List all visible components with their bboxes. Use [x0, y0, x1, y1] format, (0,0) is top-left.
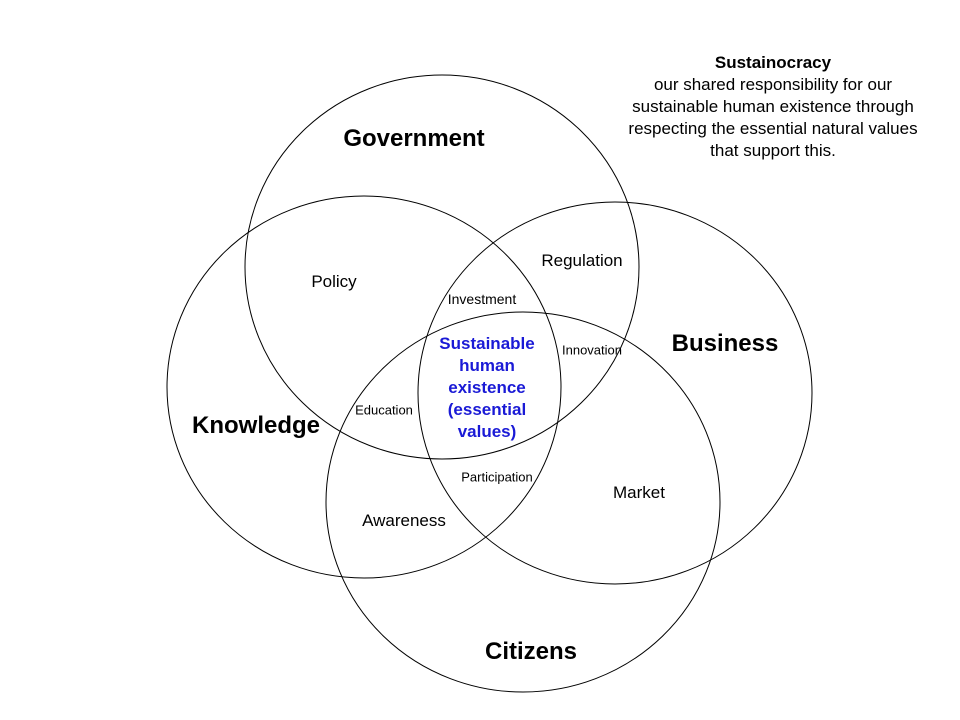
center-line: existence: [448, 378, 526, 397]
center-line: values): [457, 422, 517, 441]
citizens-label: Citizens: [484, 638, 578, 665]
citizens-circle: [325, 311, 721, 693]
regulation-label: Regulation: [541, 251, 623, 270]
note-line: respecting the essential natural values: [628, 119, 918, 138]
center-line: (essential: [447, 400, 527, 419]
note-line: that support this.: [710, 141, 836, 160]
policy-label: Policy: [311, 272, 357, 291]
business-circle: [417, 201, 813, 585]
participation-label: Participation: [461, 469, 533, 485]
business-label: Business: [671, 330, 779, 357]
investment-label: Investment: [447, 291, 517, 307]
note-title: Sustainocracy: [714, 53, 832, 72]
market-label: Market: [613, 483, 665, 502]
government-circle: [244, 74, 640, 460]
note-line: sustainable human existence through: [632, 97, 914, 116]
government-label: Government: [343, 125, 485, 152]
innovation-label: Innovation: [562, 342, 622, 358]
education-label: Education: [355, 402, 413, 418]
center-line: human: [459, 356, 515, 375]
knowledge-circle: [166, 195, 562, 579]
awareness-label: Awareness: [362, 511, 446, 530]
center-line: Sustainable: [439, 334, 535, 353]
knowledge-label: Knowledge: [191, 412, 321, 439]
note-line: our shared responsibility for our: [653, 75, 893, 94]
center-label: Sustainable human existence (essential v…: [439, 333, 534, 443]
sustainocracy-note: Sustainocracy our shared responsibility …: [593, 52, 953, 162]
